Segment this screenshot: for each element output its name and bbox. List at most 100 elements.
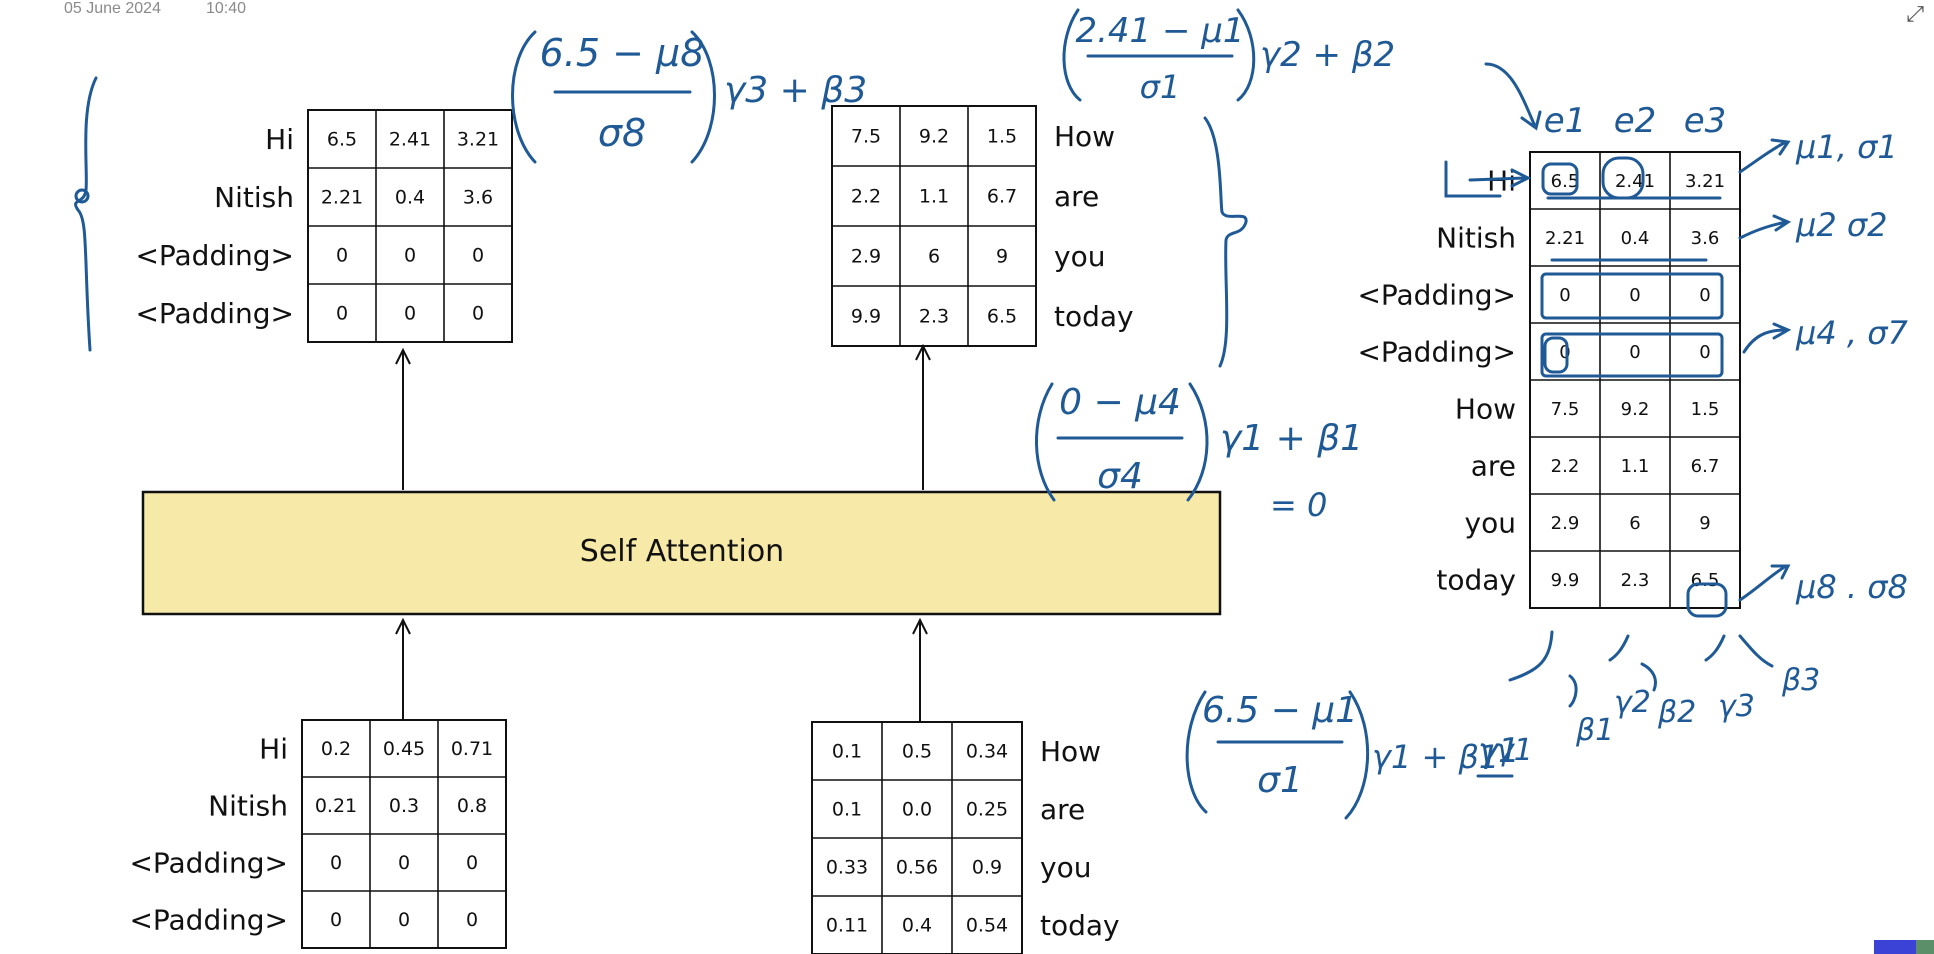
table-cell: 2.9 <box>851 246 881 268</box>
table-cell: 0.4 <box>902 915 932 937</box>
note-arrow-3 <box>1742 328 1788 354</box>
table-cell: 2.9 <box>1551 513 1580 534</box>
table-cell: 2.2 <box>1551 456 1580 477</box>
f4-denominator: σ1 <box>1257 760 1303 801</box>
row-label: <Padding> <box>135 297 294 330</box>
table-cell: 0 <box>336 245 348 267</box>
table-cell: 1.1 <box>919 186 949 208</box>
table-cell: 0.54 <box>966 915 1008 937</box>
f3-denominator: σ4 <box>1097 456 1143 497</box>
row-note: μ2 σ2 <box>1795 206 1888 244</box>
f4-lparen <box>1185 690 1208 814</box>
table-cell: 9.2 <box>1621 399 1650 420</box>
col-arrow-4 <box>1640 662 1657 692</box>
f1-rparen <box>690 30 716 164</box>
table-cell: 1.5 <box>1691 399 1720 420</box>
col-arrow-5 <box>1704 634 1726 662</box>
note-time: 10:40 <box>206 0 247 17</box>
row-label: today <box>1040 909 1120 942</box>
circle-0 <box>1543 336 1569 374</box>
table-cell: 6 <box>1629 513 1640 534</box>
table-cell: 6.5 <box>1551 171 1580 192</box>
table-cell: 0.33 <box>826 857 868 879</box>
table-cell: 0.1 <box>832 741 862 763</box>
arrow-head <box>912 617 928 635</box>
table-cell: 0 <box>330 852 342 874</box>
table-cell: 3.21 <box>1685 171 1725 192</box>
table-cell: 7.5 <box>1551 399 1580 420</box>
table-cell: 0 <box>472 303 484 325</box>
f2-rparen <box>1236 8 1256 102</box>
table-cell: 2.41 <box>389 129 431 151</box>
left-brace <box>74 76 98 352</box>
table-cell: 1.5 <box>987 126 1017 148</box>
column-header: e2 <box>1614 101 1657 141</box>
column-param: γ1 <box>1496 733 1533 768</box>
f2-denominator: σ1 <box>1140 68 1181 106</box>
table-cell: 0.25 <box>966 799 1008 821</box>
table-cell: 0 <box>398 852 410 874</box>
table-cell: 9.9 <box>1551 570 1580 591</box>
table-cell: 0 <box>1559 285 1570 306</box>
arrows <box>395 343 931 722</box>
note-arrow-2 <box>1738 220 1788 240</box>
table-cell: 0 <box>466 852 478 874</box>
table-cell: 2.3 <box>919 306 949 328</box>
column-param: β2 <box>1657 695 1696 730</box>
table-cell: 0.4 <box>395 187 425 209</box>
table-cell: 3.6 <box>463 187 493 209</box>
table-cell: 0.45 <box>383 738 425 760</box>
table-cell: 9.9 <box>851 306 881 328</box>
table-cell: 0.8 <box>457 795 487 817</box>
table-cell: 0 <box>330 909 342 931</box>
row-label: are <box>1471 449 1516 482</box>
row-label: you <box>1054 240 1105 273</box>
col-arrow-6 <box>1738 634 1774 668</box>
table-cell: 0.71 <box>451 738 493 760</box>
table-cell: 7.5 <box>851 126 881 148</box>
table-cell: 0 <box>466 909 478 931</box>
row-label: <Padding> <box>1357 335 1516 368</box>
row-label: you <box>1465 506 1516 539</box>
column-param: β3 <box>1781 663 1820 698</box>
note-arrow-head <box>1772 214 1792 232</box>
left-brace-knot <box>74 188 90 204</box>
table-cell: 1.1 <box>1621 456 1650 477</box>
expand-icon[interactable]: ⤢ <box>1906 2 1924 27</box>
table-cell: 6.5 <box>987 306 1017 328</box>
self-attention-label: Self Attention <box>580 534 784 569</box>
table-cell: 3.21 <box>457 129 499 151</box>
row-label: today <box>1054 300 1134 333</box>
table-cell: 0.56 <box>896 857 938 879</box>
table-cell: 0 <box>1629 342 1640 363</box>
row-label: <Padding> <box>129 903 288 936</box>
f3-result: = 0 <box>1270 486 1327 524</box>
column-param: γ2 <box>1614 685 1651 720</box>
table-cell: 9.2 <box>919 126 949 148</box>
f1-denominator: σ8 <box>598 111 646 155</box>
f3-rparen <box>1186 382 1209 502</box>
row-label: <Padding> <box>129 846 288 879</box>
row-label: Nitish <box>208 789 288 822</box>
row-note: μ4 , σ7 <box>1795 314 1909 352</box>
f3-lparen <box>1035 382 1056 502</box>
f2-numerator: 2.41 − μ1 <box>1075 11 1244 51</box>
header-arrow-head <box>1520 110 1542 131</box>
row-label: How <box>1054 120 1115 153</box>
hi-arrow <box>1468 176 1528 182</box>
color-thumbnail <box>1874 940 1934 954</box>
f2-tail: γ2 + β2 <box>1260 35 1395 75</box>
note-arrow-head <box>1770 138 1791 156</box>
table-cell: 0 <box>1559 342 1570 363</box>
table-cell: 0 <box>1629 285 1640 306</box>
row-label: How <box>1455 392 1516 425</box>
table-cell: 6.7 <box>987 186 1017 208</box>
header-arrow <box>1484 62 1536 126</box>
note-date: 05 June 2024 <box>64 0 161 17</box>
table-cell: 0.9 <box>972 857 1002 879</box>
table-cell: 0.2 <box>321 738 351 760</box>
self-attention-block <box>141 490 1222 616</box>
arrow-head <box>395 347 411 365</box>
